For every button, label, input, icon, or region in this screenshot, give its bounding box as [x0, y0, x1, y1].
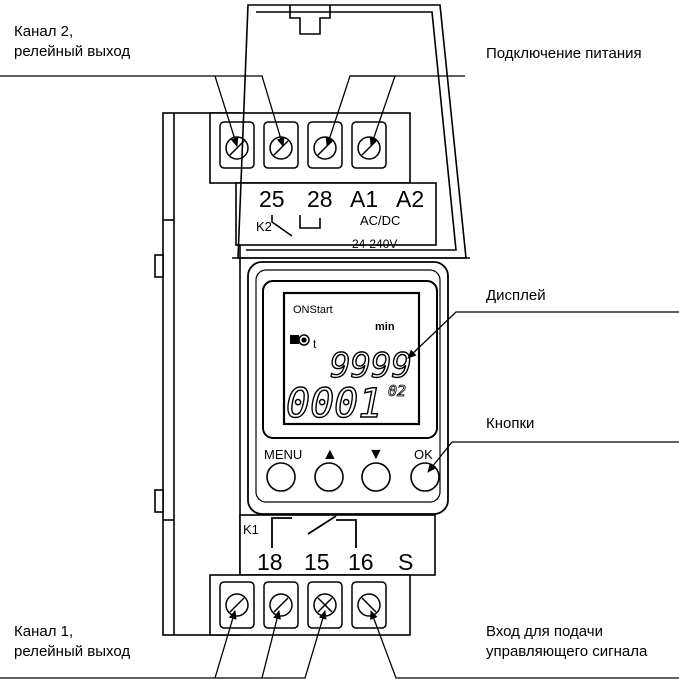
lcd-t-label: t [313, 337, 317, 351]
callout-channel2: Канал 2, релейный выход [14, 22, 130, 62]
lcd-counter-value: 0001 [286, 381, 382, 427]
callout-control-input-line2: управляющего сигнала [486, 643, 648, 660]
relay-k2-label: K2 [256, 219, 272, 234]
lcd-frame [262, 280, 438, 439]
key-down-label: ▼ [368, 446, 384, 463]
bottom-terminal-18: 18 [257, 549, 283, 575]
supply-type: AC/DC [360, 213, 400, 228]
callout-channel1-line2: релейный выход [14, 643, 131, 660]
relay-k2-symbol [271, 215, 321, 237]
ok-button[interactable] [410, 462, 440, 492]
lcd-counter-suffix: 02 [388, 382, 406, 400]
relay-k1-label: K1 [243, 522, 259, 537]
relay-k1-symbol [271, 515, 357, 548]
lcd-mode: ONStart [293, 304, 333, 316]
lcd-unit: min [375, 321, 395, 333]
lcd-timer-value: 9999 [330, 346, 412, 386]
key-menu-label: MENU [264, 447, 302, 462]
top-terminal-25: 25 [259, 186, 285, 212]
callout-channel2-line2: релейный выход [14, 43, 131, 60]
bottom-terminal-16: 16 [348, 549, 374, 575]
key-up-label: ▲ [322, 446, 338, 463]
callout-channel1: Канал 1, релейный выход [14, 622, 130, 662]
callout-control-input-line1: Вход для подачи [486, 623, 603, 640]
top-terminal-a1: A1 [350, 186, 378, 212]
supply-range: 24-240V [352, 237, 397, 251]
callout-power: Подключение питания [486, 45, 642, 62]
callout-buttons: Кнопки [486, 415, 535, 432]
lcd-relay-icon [290, 334, 310, 346]
top-screws [219, 121, 387, 169]
top-terminal-28: 28 [307, 186, 333, 212]
callout-display: Дисплей [486, 287, 546, 304]
down-button[interactable] [361, 462, 391, 492]
menu-button[interactable] [266, 462, 296, 492]
key-ok-label: OK [414, 447, 433, 462]
bottom-terminal-s: S [398, 549, 413, 575]
callout-channel1-line1: Канал 1, [14, 623, 74, 640]
leader-lines [0, 75, 679, 679]
bottom-terminal-15: 15 [304, 549, 330, 575]
top-terminal-a2: A2 [396, 186, 424, 212]
up-button[interactable] [314, 462, 344, 492]
callout-control-input: Вход для подачи управляющего сигнала [486, 622, 647, 662]
callout-channel2-line1: Канал 2, [14, 23, 74, 40]
flip-lid [232, 4, 470, 259]
